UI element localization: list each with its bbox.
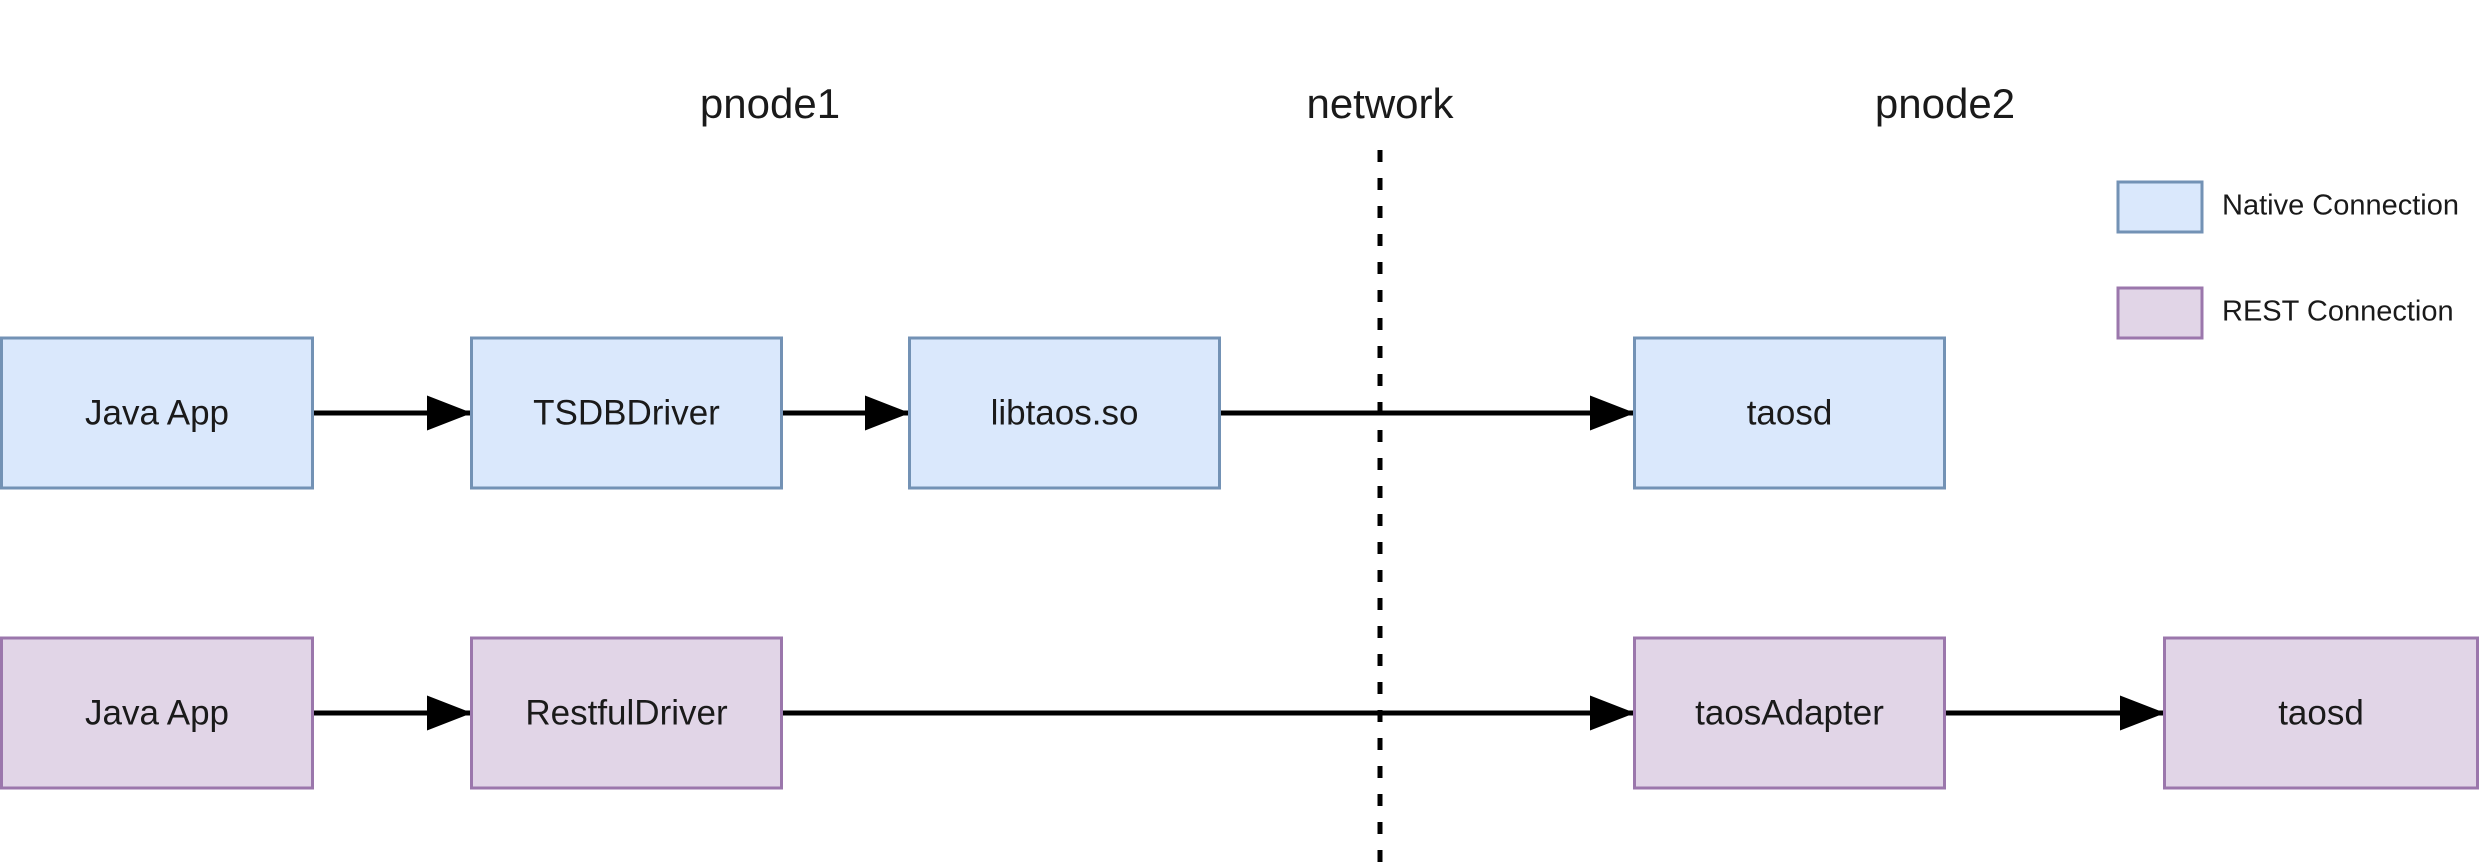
node-box xyxy=(2163,636,2479,790)
node-label: RestfulDriver xyxy=(525,693,728,732)
node-tsdbdriver[interactable]: TSDBDriver xyxy=(470,336,783,490)
node-label: libtaos.so xyxy=(991,393,1139,432)
node-taosd[interactable]: taosd xyxy=(1633,336,1946,490)
column-headers: pnode1 network pnode2 xyxy=(700,80,2015,127)
node-box xyxy=(0,336,314,490)
column-header-network: network xyxy=(1306,80,1454,127)
node-label: Java App xyxy=(85,693,229,732)
node-label: taosd xyxy=(1747,393,1833,432)
column-header-pnode1: pnode1 xyxy=(700,80,840,127)
node-taosd[interactable]: taosd xyxy=(2163,636,2479,790)
node-java-app[interactable]: Java App xyxy=(0,636,314,790)
node-restfuldriver[interactable]: RestfulDriver xyxy=(470,636,783,790)
node-label: TSDBDriver xyxy=(533,393,720,432)
node-taosadapter[interactable]: taosAdapter xyxy=(1633,636,1946,790)
legend-label: Native Connection xyxy=(2222,190,2459,222)
node-box xyxy=(470,636,783,790)
node-box xyxy=(1633,636,1946,790)
node-box xyxy=(0,636,314,790)
node-box xyxy=(470,336,783,490)
node-label: taosAdapter xyxy=(1695,693,1884,732)
column-header-pnode2: pnode2 xyxy=(1875,80,2015,127)
node-java-app[interactable]: Java App xyxy=(0,336,314,490)
node-box xyxy=(1633,336,1946,490)
node-box xyxy=(908,336,1221,490)
connection-arrows xyxy=(314,395,2165,731)
legend-swatch-native xyxy=(2116,180,2204,234)
node-label: Java App xyxy=(85,393,229,432)
legend-swatch-rest xyxy=(2116,286,2204,340)
legend-item-native: Native Connection xyxy=(2116,180,2459,234)
legend-label: REST Connection xyxy=(2222,296,2454,328)
legend-item-rest: REST Connection xyxy=(2116,286,2454,340)
node-label: taosd xyxy=(2278,693,2364,732)
node-libtaos-so[interactable]: libtaos.so xyxy=(908,336,1221,490)
